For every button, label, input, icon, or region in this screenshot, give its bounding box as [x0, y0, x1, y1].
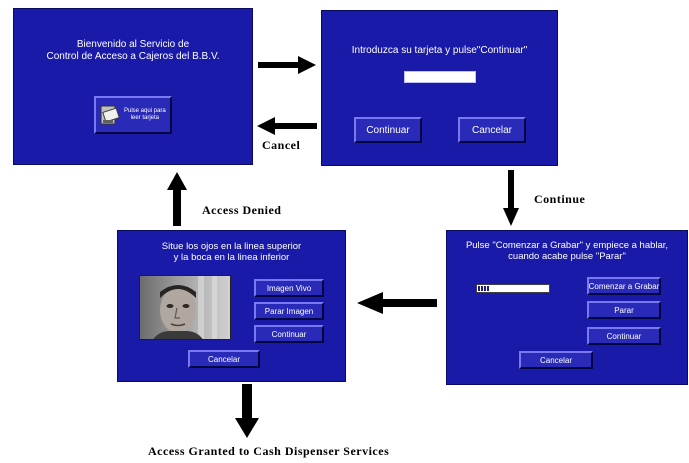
card-number-field[interactable] [404, 71, 476, 83]
cancel-button[interactable]: Cancelar [458, 117, 526, 143]
insert-card-screen: Introduzca su tarjeta y pulse"Continuar"… [321, 10, 558, 166]
face-silhouette-icon [153, 276, 217, 339]
voice-cancel-button[interactable]: Cancelar [519, 351, 593, 369]
live-image-button[interactable]: Imagen Vivo [254, 279, 324, 297]
card-reader-icon [100, 105, 120, 125]
voice-instructions: Pulse "Comenzar a Grabar" y empiece a ha… [465, 240, 669, 262]
arrow-down-face-to-granted [235, 384, 259, 438]
arrow-right-welcome-to-card [258, 56, 316, 74]
access-denied-label: Access Denied [202, 203, 282, 217]
insert-card-text: Introduzca su tarjeta y pulse"Continuar" [351, 45, 528, 56]
start-recording-button[interactable]: Comenzar a Grabar [587, 277, 661, 295]
arrow-left-voice-to-face [357, 292, 437, 314]
welcome-text: Bienvenido al Servicio de Control de Acc… [46, 39, 220, 62]
voice-record-screen: Pulse "Comenzar a Grabar" y empiece a ha… [446, 230, 688, 385]
face-cancel-button[interactable]: Cancelar [188, 350, 260, 368]
continue-label: Continue [534, 192, 586, 206]
continue-button[interactable]: Continuar [354, 117, 422, 143]
face-capture-screen: Situe los ojos en la linea superior y la… [117, 230, 346, 382]
welcome-screen: Bienvenido al Servicio de Control de Acc… [13, 8, 253, 165]
read-card-button[interactable]: Pulse aqui para leer tarjeta [94, 96, 172, 134]
recording-progress-bar [476, 284, 550, 293]
face-instructions: Situe los ojos en la linea superior y la… [161, 241, 302, 263]
stop-recording-button[interactable]: Parar [587, 301, 661, 319]
arrow-left-card-to-welcome [257, 117, 317, 135]
read-card-label: Pulse aqui para leer tarjeta [124, 108, 166, 121]
access-granted-label: Access Granted to Cash Dispenser Service… [148, 444, 390, 458]
face-camera-image [139, 275, 231, 340]
recording-progress-fill [478, 286, 490, 291]
arrow-down-card-to-voice [503, 170, 519, 226]
face-continue-button[interactable]: Continuar [254, 325, 324, 343]
cancel-label: Cancel [262, 138, 301, 152]
stop-image-button[interactable]: Parar Imagen [254, 302, 324, 320]
voice-continue-button[interactable]: Continuar [587, 327, 661, 345]
arrow-up-face-to-welcome [167, 172, 187, 226]
